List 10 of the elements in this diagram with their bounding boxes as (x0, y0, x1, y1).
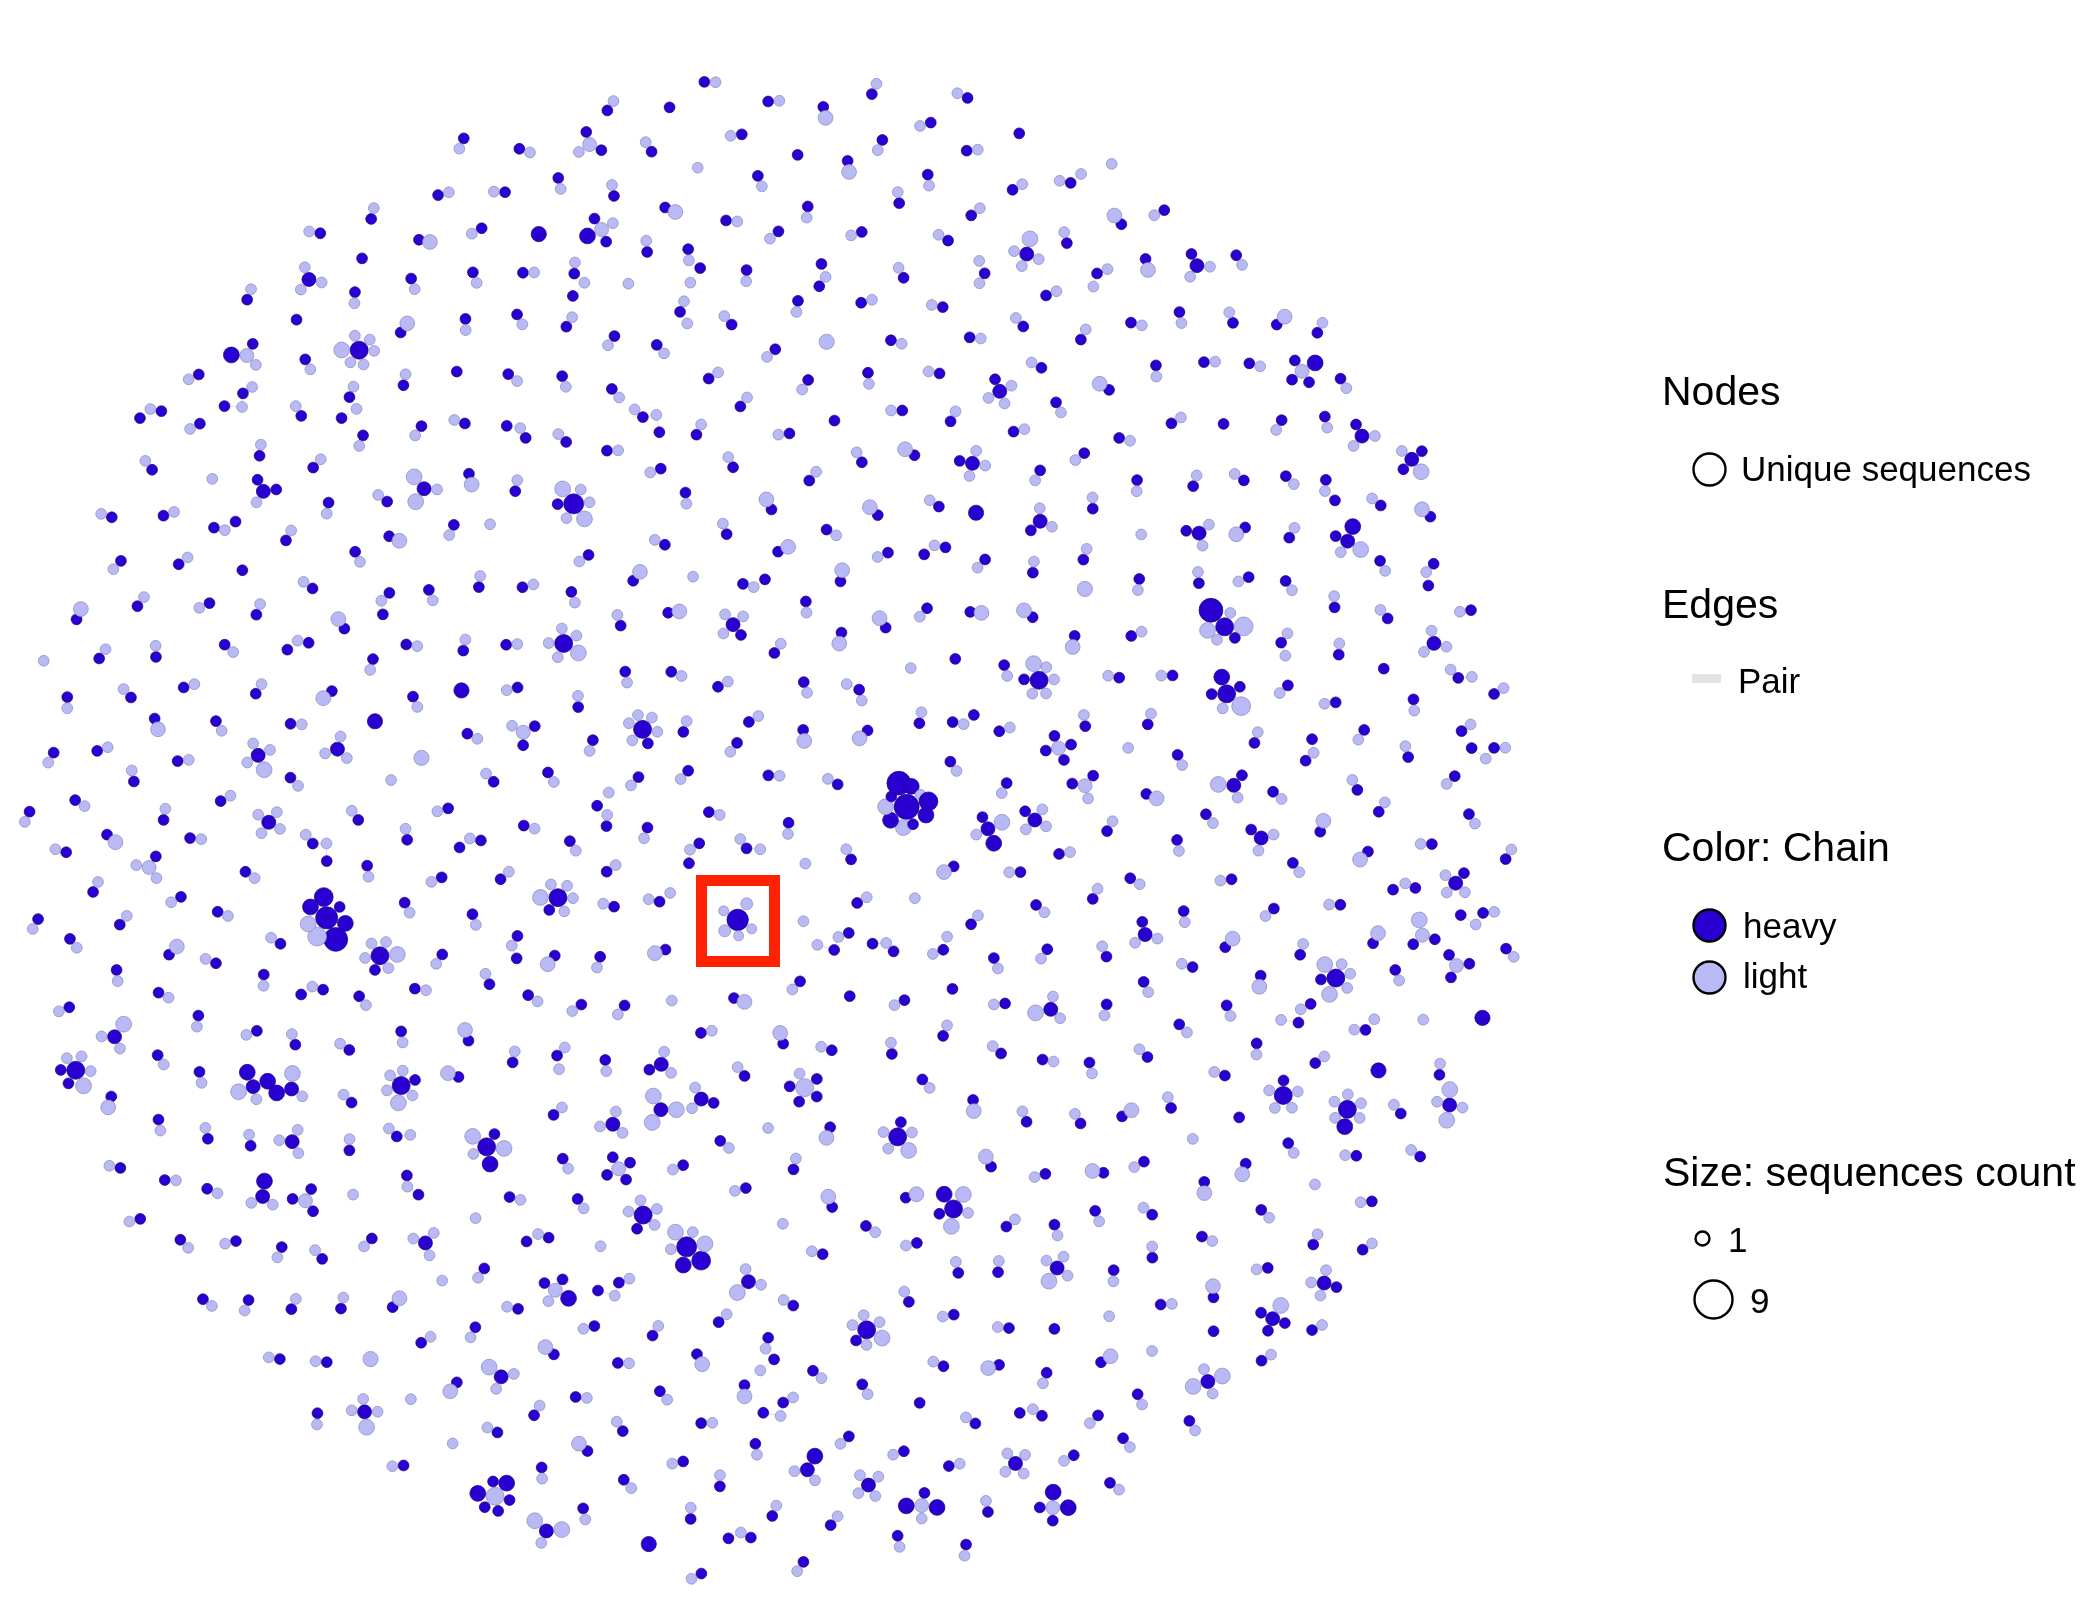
legend-heading: Nodes (1662, 371, 1781, 412)
legend-heading: Edges (1662, 584, 1779, 625)
legend-label: heavy (1743, 908, 1837, 943)
legend-label: light (1743, 958, 1808, 993)
legend-label: Unique sequences (1741, 451, 2031, 486)
legend-label: 1 (1728, 1222, 1748, 1257)
legend-label: 9 (1750, 1283, 1770, 1318)
legend-heading: Size: sequences count (1663, 1152, 2076, 1193)
legend-label: Pair (1738, 663, 1801, 698)
legend-heading: Color: Chain (1662, 827, 1890, 868)
